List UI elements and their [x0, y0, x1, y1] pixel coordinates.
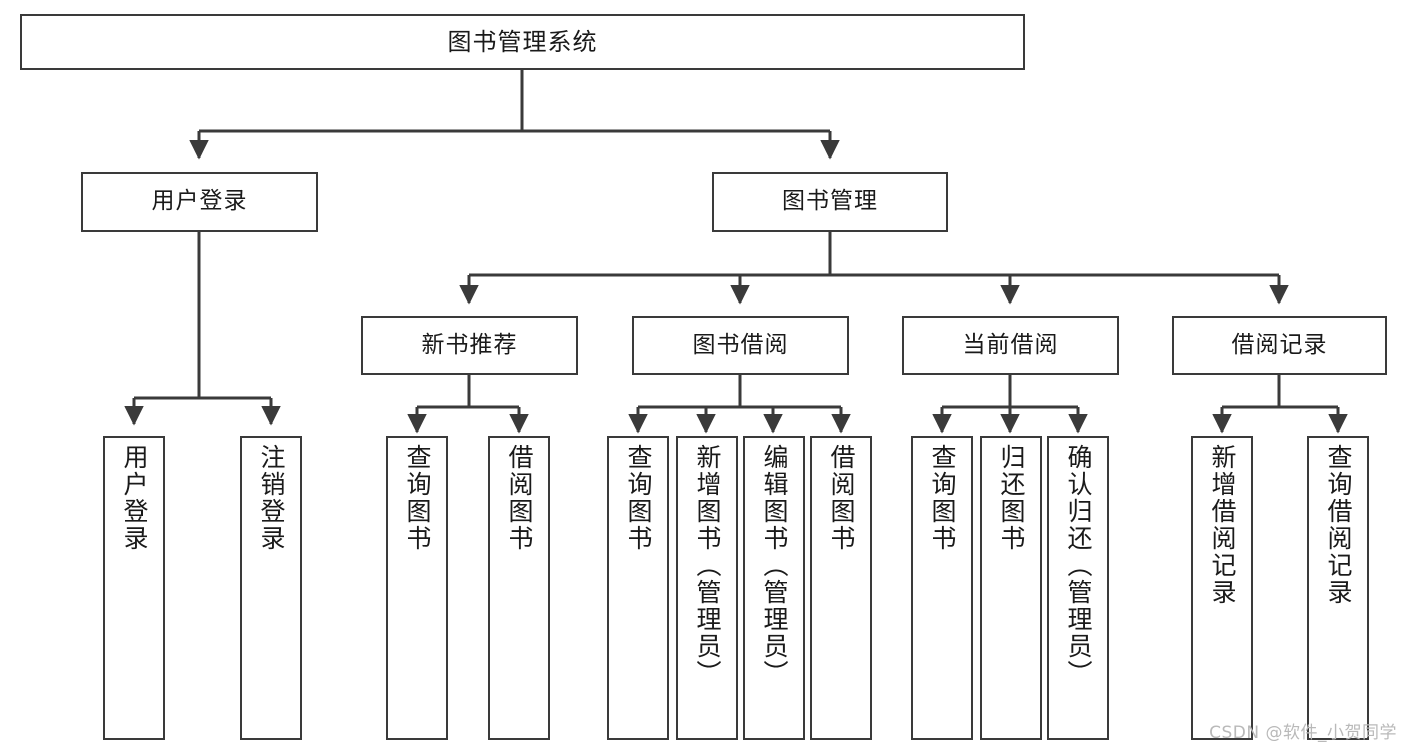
node-current-borrow[interactable]: 当前借阅	[902, 316, 1119, 375]
node-label: 归还图书	[997, 444, 1026, 552]
node-label: 查询借阅记录	[1324, 444, 1353, 606]
leaf-query-borrow-record[interactable]: 查询借阅记录	[1307, 436, 1369, 740]
node-user-login[interactable]: 用户登录	[81, 172, 318, 232]
node-borrow-record[interactable]: 借阅记录	[1172, 316, 1387, 375]
node-label: 借阅图书	[827, 444, 856, 552]
node-label: 查询图书	[403, 444, 432, 552]
node-label: 查询图书	[624, 444, 653, 552]
node-label: 图书管理	[782, 188, 878, 215]
leaf-user-login[interactable]: 用户登录	[103, 436, 165, 740]
node-label: 图书借阅	[692, 331, 789, 358]
node-label: 新增图书（管理员）	[693, 444, 722, 687]
node-label: 图书管理系统	[447, 27, 598, 56]
node-label: 新书推荐	[421, 331, 518, 358]
node-label: 注销登录	[257, 444, 286, 552]
leaf-query-book-current[interactable]: 查询图书	[911, 436, 973, 740]
node-label: 查询图书	[928, 444, 957, 552]
node-label: 用户登录	[151, 188, 248, 215]
leaf-return-book[interactable]: 归还图书	[980, 436, 1042, 740]
leaf-borrow-book[interactable]: 借阅图书	[810, 436, 872, 740]
node-book-management[interactable]: 图书管理	[712, 172, 948, 232]
node-book-borrow[interactable]: 图书借阅	[632, 316, 849, 375]
leaf-user-logout[interactable]: 注销登录	[240, 436, 302, 740]
node-label: 当前借阅	[962, 331, 1059, 358]
node-root-book-management-system[interactable]: 图书管理系统	[20, 14, 1025, 70]
leaf-query-book-borrow[interactable]: 查询图书	[607, 436, 669, 740]
node-label: 编辑图书（管理员）	[760, 444, 789, 687]
node-label: 借阅记录	[1231, 331, 1328, 358]
leaf-add-book-admin[interactable]: 新增图书（管理员）	[676, 436, 738, 740]
leaf-edit-book-admin[interactable]: 编辑图书（管理员）	[743, 436, 805, 740]
leaf-add-borrow-record[interactable]: 新增借阅记录	[1191, 436, 1253, 740]
node-label: 用户登录	[120, 444, 149, 552]
leaf-query-book-recommend[interactable]: 查询图书	[386, 436, 448, 740]
leaf-borrow-book-recommend[interactable]: 借阅图书	[488, 436, 550, 740]
watermark-text: CSDN @软件_小贺同学	[1209, 723, 1397, 743]
node-label: 新增借阅记录	[1208, 444, 1237, 606]
leaf-confirm-return-admin[interactable]: 确认归还（管理员）	[1047, 436, 1109, 740]
node-new-book-recommend[interactable]: 新书推荐	[361, 316, 578, 375]
node-label: 确认归还（管理员）	[1064, 444, 1093, 687]
node-label: 借阅图书	[505, 444, 534, 552]
